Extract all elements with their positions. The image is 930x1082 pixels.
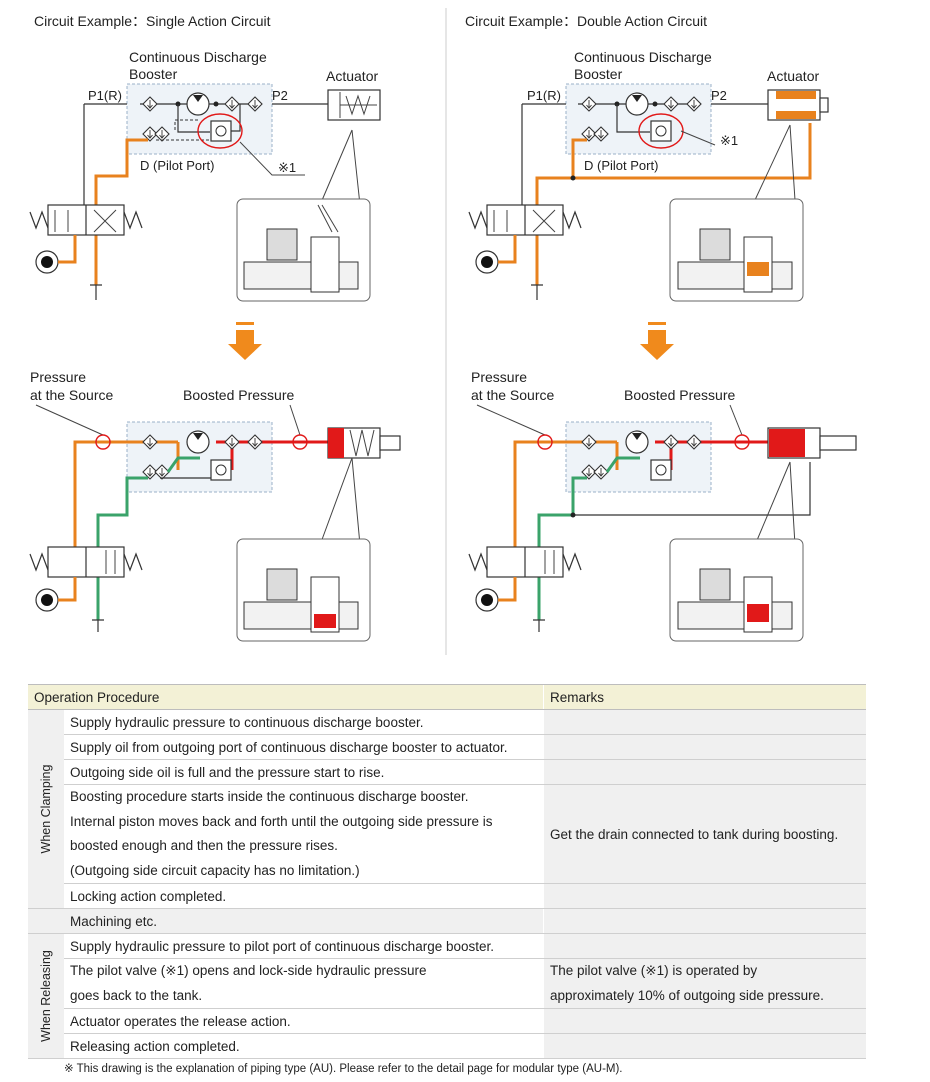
procedure-cell: Supply oil from outgoing port of continu…: [64, 734, 544, 760]
boosted-pressure-label: Boosted Pressure: [624, 387, 735, 403]
remarks-cell: [543, 709, 866, 735]
procedure-line: boosted enough and then the pressure ris…: [70, 838, 338, 853]
note-mark: ※1: [278, 160, 296, 175]
remarks-line: approximately 10% of outgoing side press…: [550, 987, 824, 1003]
procedure-cell: Releasing action completed.: [64, 1033, 544, 1059]
remarks-cell: [543, 933, 866, 959]
table-row: Machining etc.: [28, 908, 866, 934]
remarks-cell: [543, 734, 866, 760]
booster-label-line1: Continuous Discharge: [574, 49, 712, 65]
booster-label-line2: Booster: [129, 66, 178, 82]
booster-label-line2: Booster: [574, 66, 623, 82]
p1-label: P1(R): [527, 88, 561, 103]
procedure-line: (Outgoing side circuit capacity has no l…: [70, 862, 360, 878]
procedure-cell: Supply hydraulic pressure to continuous …: [64, 709, 544, 735]
procedure-header: Operation Procedure: [28, 684, 544, 710]
pressure-source-label-line2: at the Source: [30, 387, 113, 403]
table-row: The pilot valve (※1) opens and lock-side…: [28, 958, 866, 1009]
remarks-cell: [543, 1008, 866, 1034]
procedure-cell: Locking action completed.: [64, 883, 544, 909]
procedure-line: The pilot valve (※1) opens and lock-side…: [70, 963, 427, 978]
booster-pump-icon: [186, 92, 210, 116]
pilot-valve-highlight: [197, 113, 243, 149]
releasing-group-label: When Releasing: [28, 933, 64, 1059]
pilot-port-label: D (Pilot Port): [584, 158, 658, 173]
down-arrow-icon: [640, 330, 674, 360]
actuator-label: Actuator: [326, 68, 378, 84]
procedure-cell: Supply hydraulic pressure to pilot port …: [64, 933, 544, 959]
p2-label: P2: [711, 88, 727, 103]
p2-label: P2: [272, 88, 288, 103]
boosted-pressure-label: Boosted Pressure: [183, 387, 294, 403]
pressure-source-label-line1: Pressure: [471, 369, 527, 385]
single-action-title: Circuit Example：Single Action Circuit: [34, 13, 271, 29]
remarks-cell: [543, 908, 866, 934]
single-action-panel: Circuit Example：Single Action Circuit Co…: [29, 13, 401, 642]
directional-valve-icon: [29, 204, 143, 236]
pilot-port-label: D (Pilot Port): [140, 158, 214, 173]
table-row: Supply oil from outgoing port of continu…: [28, 734, 866, 760]
actuator-label: Actuator: [767, 68, 819, 84]
table-row: Boosting procedure starts inside the con…: [28, 784, 866, 884]
note-mark: ※1: [720, 133, 738, 148]
table-row: Releasing action completed.: [28, 1033, 866, 1059]
remarks-cell: The pilot valve (※1) is operated by appr…: [543, 958, 866, 1009]
circuit-diagram: Circuit Example：Single Action Circuit Co…: [29, 8, 857, 655]
table-row: When Clamping Supply hydraulic pressure …: [28, 709, 866, 909]
remarks-cell: Get the drain connected to tank during b…: [543, 784, 866, 884]
remarks-line: The pilot valve (※1) is operated by: [550, 963, 758, 978]
procedure-cell: Boosting procedure starts inside the con…: [64, 784, 544, 884]
procedure-cell: The pilot valve (※1) opens and lock-side…: [64, 958, 544, 1009]
procedure-line: Boosting procedure starts inside the con…: [70, 789, 469, 804]
pressure-source-label-line2: at the Source: [471, 387, 554, 403]
procedure-cell: Actuator operates the release action.: [64, 1008, 544, 1034]
table-header-row: Operation Procedure Remarks: [28, 684, 866, 710]
procedure-line: Internal piston moves back and forth unt…: [70, 813, 493, 829]
clamping-group-label: When Clamping: [28, 709, 64, 909]
down-arrow-icon: [228, 330, 262, 360]
procedure-cell: Outgoing side oil is full and the pressu…: [64, 759, 544, 785]
booster-label-line1: Continuous Discharge: [129, 49, 267, 65]
remarks-header: Remarks: [543, 684, 866, 710]
table-row: Outgoing side oil is full and the pressu…: [28, 759, 866, 785]
operation-procedure-table: Operation Procedure Remarks When Clampin…: [28, 684, 866, 1059]
procedure-line: goes back to the tank.: [70, 987, 203, 1003]
remarks-cell: [543, 883, 866, 909]
pressure-source-label-line1: Pressure: [30, 369, 86, 385]
p1-label: P1(R): [88, 88, 122, 103]
double-action-title: Circuit Example：Double Action Circuit: [465, 13, 707, 29]
footnote: ※ This drawing is the explanation of pip…: [64, 1063, 623, 1075]
table-row: When Releasing Supply hydraulic pressure…: [28, 933, 866, 1059]
remarks-cell: [543, 1033, 866, 1059]
table-row: Locking action completed.: [28, 883, 866, 909]
machining-cell: Machining etc.: [64, 908, 544, 934]
double-action-panel: Circuit Example：Double Action Circuit Co…: [465, 13, 857, 642]
table-row: Actuator operates the release action.: [28, 1008, 866, 1034]
remarks-cell: [543, 759, 866, 785]
